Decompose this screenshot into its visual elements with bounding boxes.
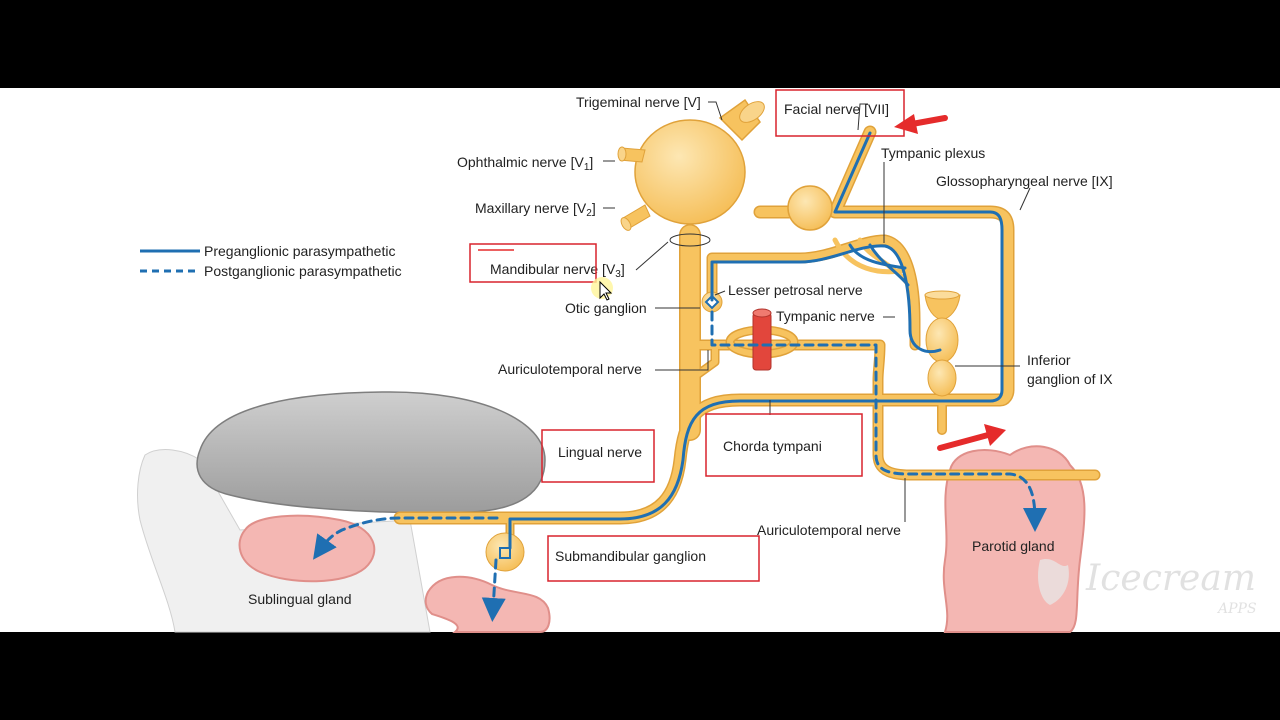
letterbox-top	[0, 0, 1280, 88]
label-glossopharyngeal-nerve: Glossopharyngeal nerve [IX]	[936, 173, 1113, 189]
label-submandibular-ganglion: Submandibular ganglion	[555, 548, 706, 564]
label-tympanic-nerve: Tympanic nerve	[776, 308, 875, 324]
leader-lines	[603, 101, 1031, 522]
highlight-box-mandibular	[469, 243, 597, 283]
glossopharyngeal-ganglia	[924, 290, 961, 397]
letterbox-bottom	[0, 632, 1280, 720]
label-trigeminal-nerve: Trigeminal nerve [V]	[576, 94, 701, 110]
otic-ganglion	[701, 291, 723, 313]
geniculate-ganglion	[787, 185, 833, 231]
label-lingual-nerve: Lingual nerve	[558, 444, 642, 460]
watermark-brand: Icecream	[1085, 558, 1256, 599]
legend: Preganglionic parasympathetic Postgangli…	[140, 243, 402, 279]
preganglionic-fibers	[508, 131, 1004, 550]
trigeminal-ganglion	[617, 98, 765, 247]
highlight-box-lingual	[541, 429, 655, 483]
label-chorda-tympani: Chorda tympani	[723, 438, 822, 454]
label-sublingual-gland: Sublingual gland	[248, 591, 352, 607]
label-lesser-petrosal-nerve: Lesser petrosal nerve	[728, 282, 863, 298]
highlight-box-chorda	[705, 413, 863, 477]
label-ophthalmic-nerve: Ophthalmic nerve [V1]	[457, 154, 593, 173]
label-auriculotemporal-nerve-lower: Auriculotemporal nerve	[757, 522, 901, 538]
tongue	[196, 391, 546, 514]
label-auriculotemporal-nerve-upper: Auriculotemporal nerve	[498, 361, 642, 377]
label-otic-ganglion: Otic ganglion	[565, 300, 647, 316]
middle-ear-artery	[725, 308, 799, 371]
label-maxillary-nerve: Maxillary nerve [V2]	[475, 200, 596, 219]
highlight-box-submandibular	[547, 535, 760, 582]
nerves	[395, 127, 1099, 551]
legend-postganglionic: Postganglionic parasympathetic	[204, 263, 402, 279]
legend-preganglionic: Preganglionic parasympathetic	[204, 243, 395, 259]
label-inferior-ganglion-line1: Inferior	[1027, 352, 1071, 368]
cursor-icon	[591, 277, 613, 301]
red-arrows	[894, 114, 1006, 451]
label-inferior-ganglion-line2: ganglion of IX	[1027, 371, 1113, 387]
label-parotid-gland: Parotid gland	[972, 538, 1055, 554]
submandibular-ganglion	[485, 532, 525, 572]
highlight-box-facial	[775, 89, 905, 137]
postganglionic-fibers	[313, 310, 1047, 622]
watermark: Icecream APPS	[1038, 558, 1257, 617]
label-facial-nerve: Facial nerve [VII]	[784, 101, 889, 117]
label-tympanic-plexus: Tympanic plexus	[881, 145, 985, 161]
annotation-boxes	[469, 89, 905, 582]
label-mandibular-nerve: Mandibular nerve [V3]	[490, 261, 625, 280]
watermark-sub: APPS	[1216, 601, 1257, 617]
